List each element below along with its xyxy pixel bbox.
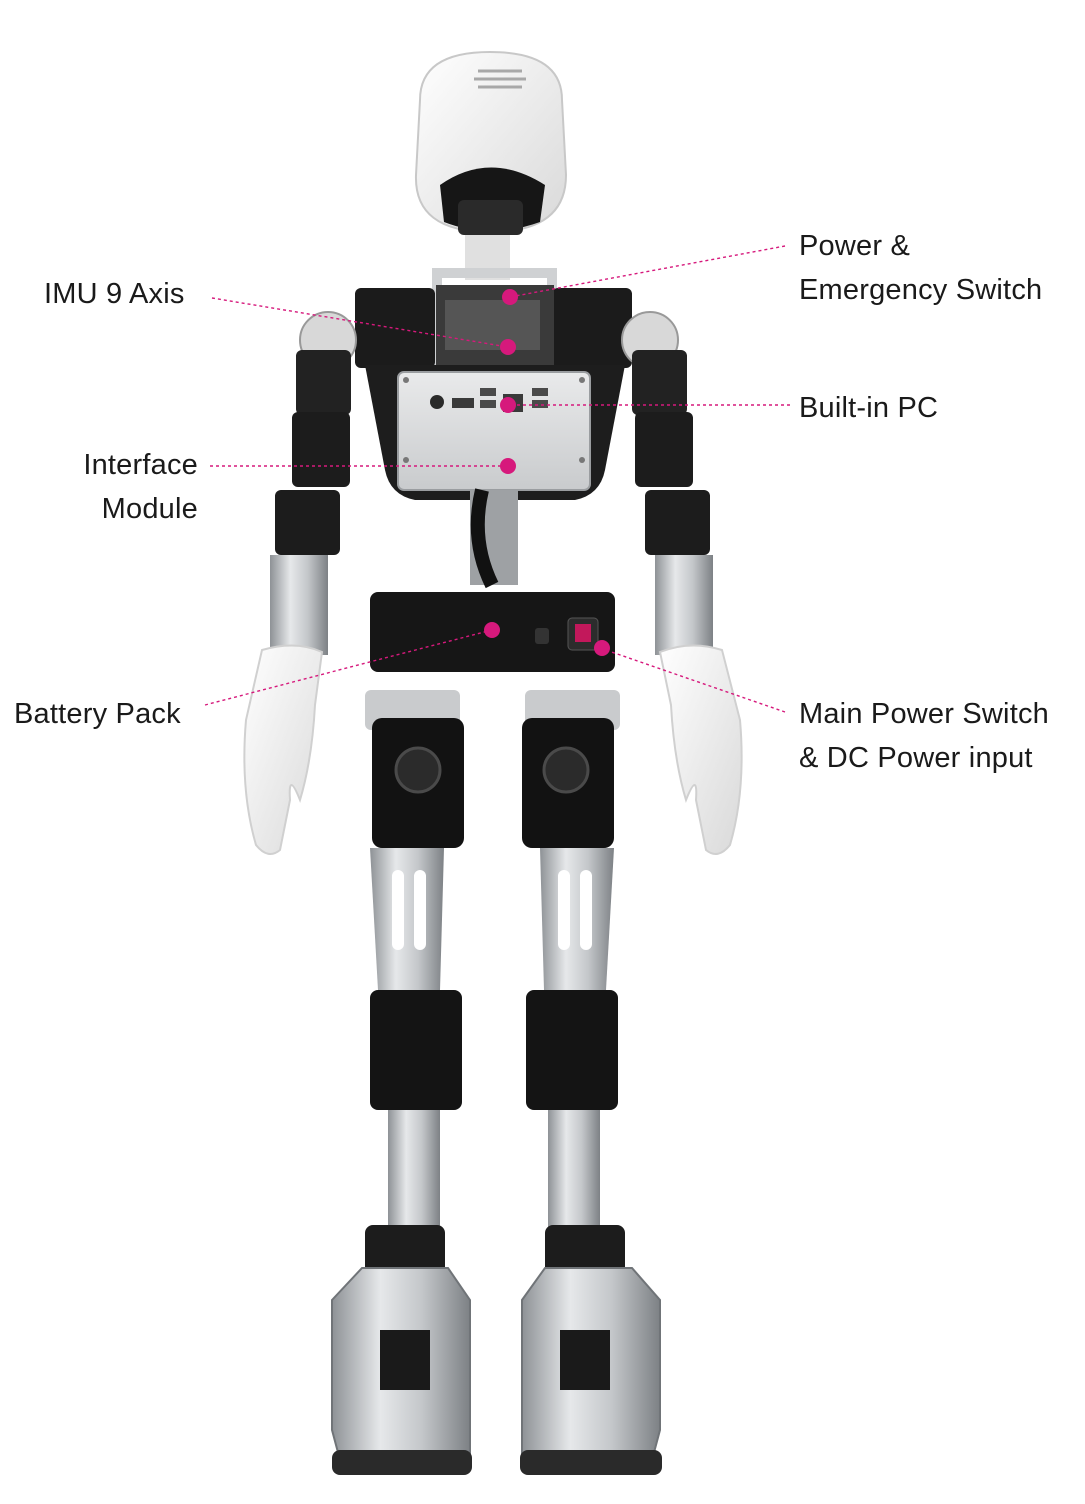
- label-power-line-1: Power &: [799, 230, 910, 262]
- leader-line-power: [509, 245, 786, 298]
- robot-torso: [365, 365, 625, 589]
- label-imu-line-1: IMU 9 Axis: [44, 278, 185, 310]
- marker-imu: [500, 339, 516, 355]
- label-power-emergency-switch: Power & Emergency Switch: [799, 224, 1042, 312]
- leader-line-imu: [211, 297, 509, 348]
- label-battery-line-1: Battery Pack: [14, 698, 181, 730]
- label-main-power-line-2: & DC Power input: [799, 742, 1033, 774]
- label-main-power-line-1: Main Power Switch: [799, 698, 1049, 730]
- marker-battery: [484, 622, 500, 638]
- robot-left-arm: [243, 311, 357, 855]
- label-pc-line-1: Built-in PC: [799, 392, 939, 424]
- marker-power: [502, 289, 518, 305]
- label-interface-line-2: Module: [101, 493, 198, 525]
- robot-head: [414, 50, 568, 280]
- label-battery-pack: Battery Pack: [14, 692, 181, 736]
- robot-left-leg: [331, 690, 472, 1475]
- leader-line-main-power: [599, 647, 786, 713]
- marker-pc: [500, 397, 516, 413]
- marker-interface: [500, 458, 516, 474]
- label-interface-line-1: Interface: [83, 449, 198, 481]
- label-main-power-switch: Main Power Switch & DC Power input: [799, 692, 1049, 780]
- robot-shoulders: [355, 268, 632, 368]
- robot-right-arm: [621, 311, 743, 855]
- label-imu-9-axis: IMU 9 Axis: [44, 272, 185, 316]
- label-interface-module: Interface Module: [83, 443, 198, 531]
- label-built-in-pc: Built-in PC: [799, 386, 938, 430]
- marker-main-power: [594, 640, 610, 656]
- label-power-line-2: Emergency Switch: [799, 274, 1043, 306]
- callout-lines: [204, 245, 790, 713]
- leader-line-battery: [204, 629, 493, 706]
- robot-right-leg: [520, 690, 662, 1475]
